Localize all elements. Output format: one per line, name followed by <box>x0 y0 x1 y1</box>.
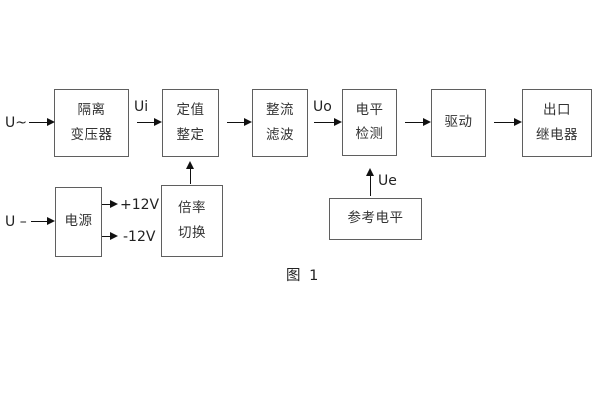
block-label: 出口 <box>543 102 571 118</box>
block-label: 隔离 <box>77 102 106 118</box>
block-setting-adjust: 定值 整定 <box>162 89 219 157</box>
arrow-transformer-to-setting <box>137 118 162 127</box>
arrow-uac-to-transformer <box>29 118 55 127</box>
figure-caption: 图 1 <box>286 268 321 284</box>
arrow-level-to-drive <box>405 118 431 127</box>
block-level-detect: 电平 检测 <box>342 89 397 156</box>
arrow-power-to-minus12 <box>102 232 118 241</box>
block-label: 整流 <box>266 102 294 118</box>
block-label: 继电器 <box>536 126 578 143</box>
label-input-ac: U~ <box>5 115 27 131</box>
label-ui: Ui <box>134 99 149 115</box>
label-uo: Uo <box>313 99 332 115</box>
arrow-drive-to-relay <box>494 118 522 127</box>
arrow-power-to-plus12 <box>102 200 118 209</box>
arrow-udc-to-power <box>31 217 55 226</box>
block-label: 变压器 <box>70 126 113 143</box>
block-label: 电平 <box>355 101 384 118</box>
block-label: 定值 <box>176 102 205 118</box>
block-label: 参考电平 <box>347 210 404 227</box>
block-drive: 驱动 <box>431 89 486 157</box>
label-plus-12v: +12V <box>120 197 160 213</box>
block-label: 检测 <box>355 126 384 142</box>
arrow-reference-to-level <box>366 168 375 196</box>
block-label: 倍率 <box>178 200 206 216</box>
arrow-setting-to-rectifier <box>227 118 252 127</box>
block-label: 滤波 <box>266 126 294 143</box>
block-reference-level: 参考电平 <box>329 198 422 240</box>
block-label: 驱动 <box>444 114 473 131</box>
block-rectifier-filter: 整流 滤波 <box>252 89 308 157</box>
block-power-supply: 电源 <box>55 187 102 257</box>
block-output-relay: 出口 继电器 <box>522 89 592 157</box>
label-ue: Ue <box>378 173 397 189</box>
block-label: 整定 <box>176 126 205 143</box>
label-minus-12v: -12V <box>123 229 156 245</box>
arrow-rectifier-to-level <box>314 118 342 127</box>
block-label: 切换 <box>178 224 206 241</box>
block-rate-switch: 倍率 切换 <box>161 185 223 257</box>
block-label: 电源 <box>64 213 93 230</box>
label-input-dc: U – <box>5 214 27 230</box>
block-isolation-transformer: 隔离 变压器 <box>54 89 129 157</box>
arrow-rate-to-setting <box>186 161 195 184</box>
